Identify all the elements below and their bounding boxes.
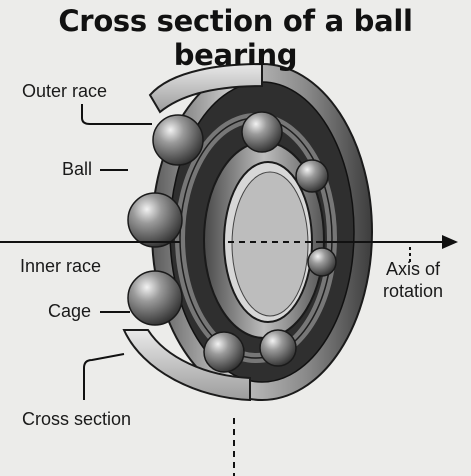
page-title: Cross section of a ball bearing <box>58 4 413 72</box>
ball <box>295 159 329 193</box>
ball <box>307 247 337 277</box>
ball <box>203 331 245 373</box>
label-axis-line1: Axis of <box>385 259 441 279</box>
arrowhead-icon <box>442 235 458 249</box>
label-cross-section: Cross section <box>22 409 132 429</box>
inner-race <box>203 141 325 339</box>
ball <box>152 114 204 166</box>
leader-lines <box>81 104 152 400</box>
ball <box>127 270 183 326</box>
label-inner-race: Inner race <box>20 256 102 276</box>
ball <box>127 192 183 248</box>
label-axis-line2: rotation <box>382 281 444 301</box>
label-axis-of-rotation: Axis of rotation <box>376 258 450 302</box>
balls <box>127 111 337 373</box>
rotation-axis <box>0 235 458 476</box>
label-outer-race: Outer race <box>22 81 108 101</box>
label-ball: Ball <box>62 159 93 179</box>
ball <box>241 111 283 153</box>
ball <box>259 329 297 367</box>
label-cage: Cage <box>48 301 92 321</box>
